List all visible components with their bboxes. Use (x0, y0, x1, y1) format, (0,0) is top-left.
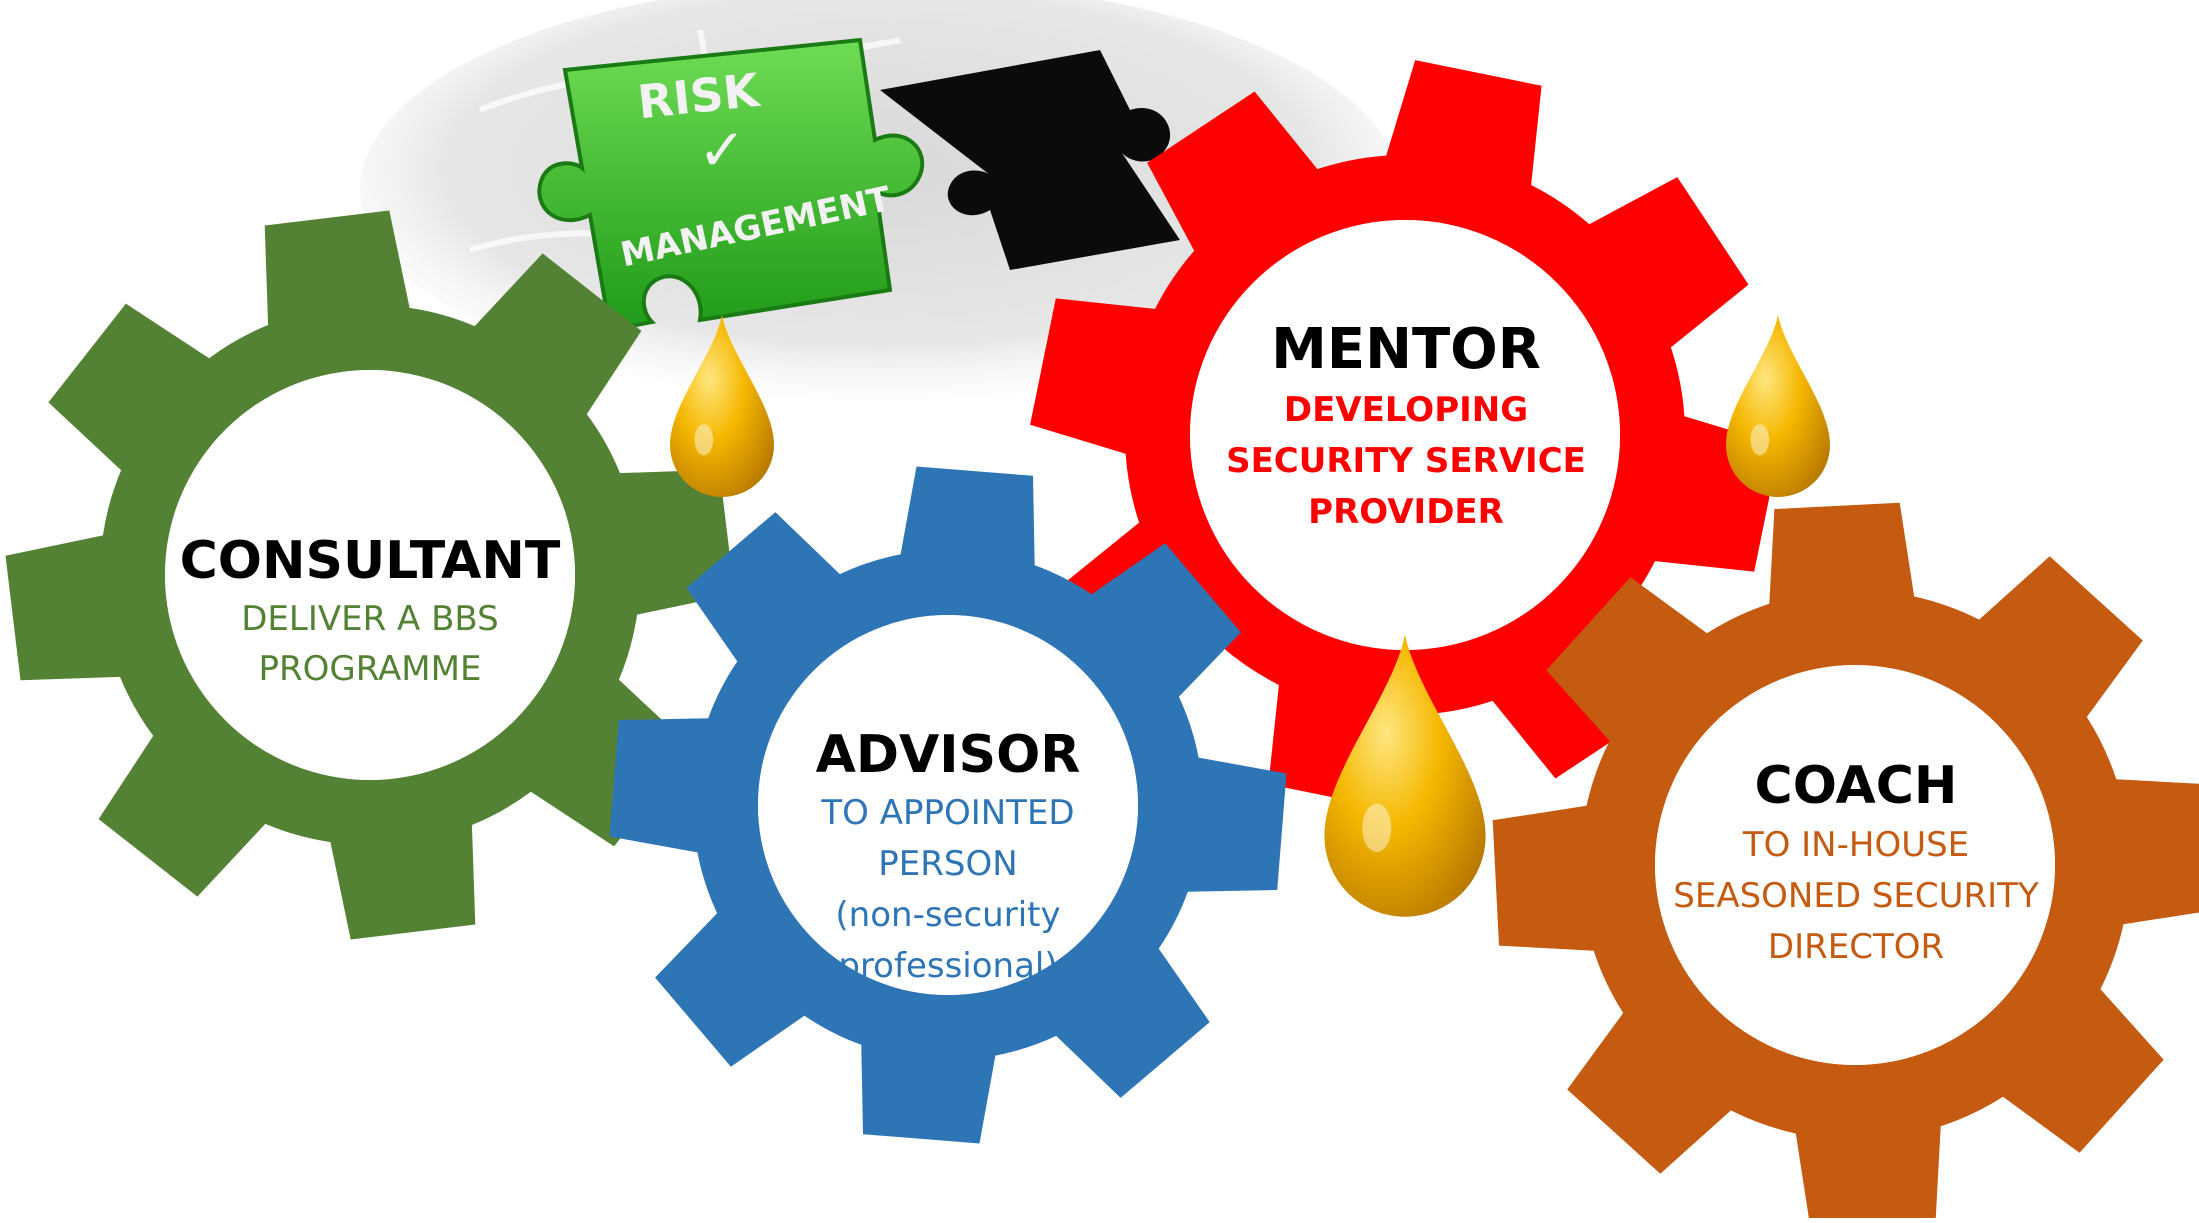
gear-label-consultant: CONSULTANT DELIVER A BBS PROGRAMME (150, 528, 590, 694)
gear-subtitle-line: DELIVER A BBS (150, 594, 590, 644)
gear-subtitle-line: SEASONED SECURITY (1636, 871, 2076, 922)
checkmark-icon: ✓ (698, 116, 747, 184)
oil-drop-highlight (1750, 424, 1769, 455)
gear-subtitle-line: PROVIDER (1186, 487, 1626, 538)
gear-subtitle-line: (non-security (728, 890, 1168, 941)
gear-title: COACH (1636, 752, 2076, 820)
gear-subtitle-line: TO IN-HOUSE (1636, 820, 2076, 871)
gear-subtitle-line: DEVELOPING (1186, 385, 1626, 436)
gear-subtitle-line: TO APPOINTED (728, 788, 1168, 839)
oil-drop-highlight (694, 424, 713, 455)
gear-title: ADVISOR (728, 722, 1168, 788)
gear-label-coach: COACH TO IN-HOUSE SEASONED SECURITY DIRE… (1636, 752, 2076, 973)
oil-drop-highlight (1362, 804, 1391, 852)
gear-title: MENTOR (1186, 315, 1626, 385)
gear-title: CONSULTANT (150, 528, 590, 594)
gear-subtitle-line: SECURITY SERVICE (1186, 436, 1626, 487)
oil-drop-icon (1726, 315, 1830, 497)
gear-subtitle-line: PROGRAMME (150, 644, 590, 694)
gear-subtitle-line: DIRECTOR (1636, 922, 2076, 973)
gear-subtitle-line: PERSON (728, 839, 1168, 890)
gear-label-advisor: ADVISOR TO APPOINTED PERSON (non-securit… (728, 722, 1168, 992)
gear-subtitle-line: professional) (728, 941, 1168, 992)
gear-label-mentor: MENTOR DEVELOPING SECURITY SERVICE PROVI… (1186, 315, 1626, 538)
